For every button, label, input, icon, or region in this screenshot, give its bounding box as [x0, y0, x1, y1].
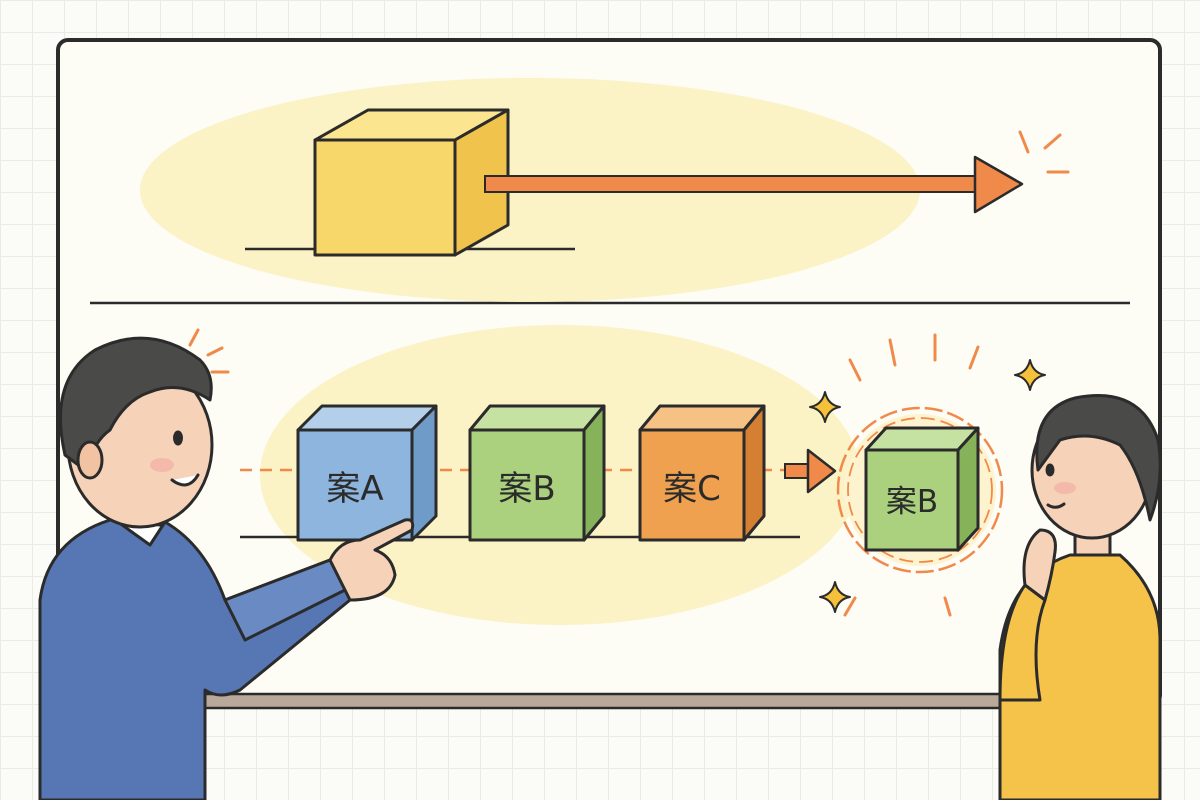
big-cube: [313, 108, 510, 257]
sparkle-icon: [809, 391, 841, 423]
thinking-woman: [998, 394, 1162, 800]
option-label-c: 案C: [663, 469, 721, 509]
sparkle-icon: [1014, 359, 1046, 391]
chosen-label: 案B: [886, 484, 938, 520]
presenter-sparkles: [188, 328, 230, 374]
top-section: [140, 78, 1070, 302]
option-label-b: 案B: [498, 469, 555, 509]
bottom-section: 案A 案B 案C 案B: [240, 325, 1046, 625]
option-cube-b: [468, 404, 606, 542]
sparkle-lines-top: [1018, 130, 1070, 174]
option-cube-c: [638, 404, 766, 542]
star-sparkle-icons: [809, 359, 1046, 613]
short-arrow: [784, 448, 837, 494]
sparkle-lines-chosen: [843, 333, 980, 617]
presenter-man: [38, 336, 415, 800]
option-label-a: 案A: [326, 469, 383, 509]
option-cube-a: [296, 404, 438, 542]
long-arrow: [484, 155, 1024, 214]
chosen-cube: [864, 426, 980, 552]
sparkle-icon: [819, 581, 851, 613]
